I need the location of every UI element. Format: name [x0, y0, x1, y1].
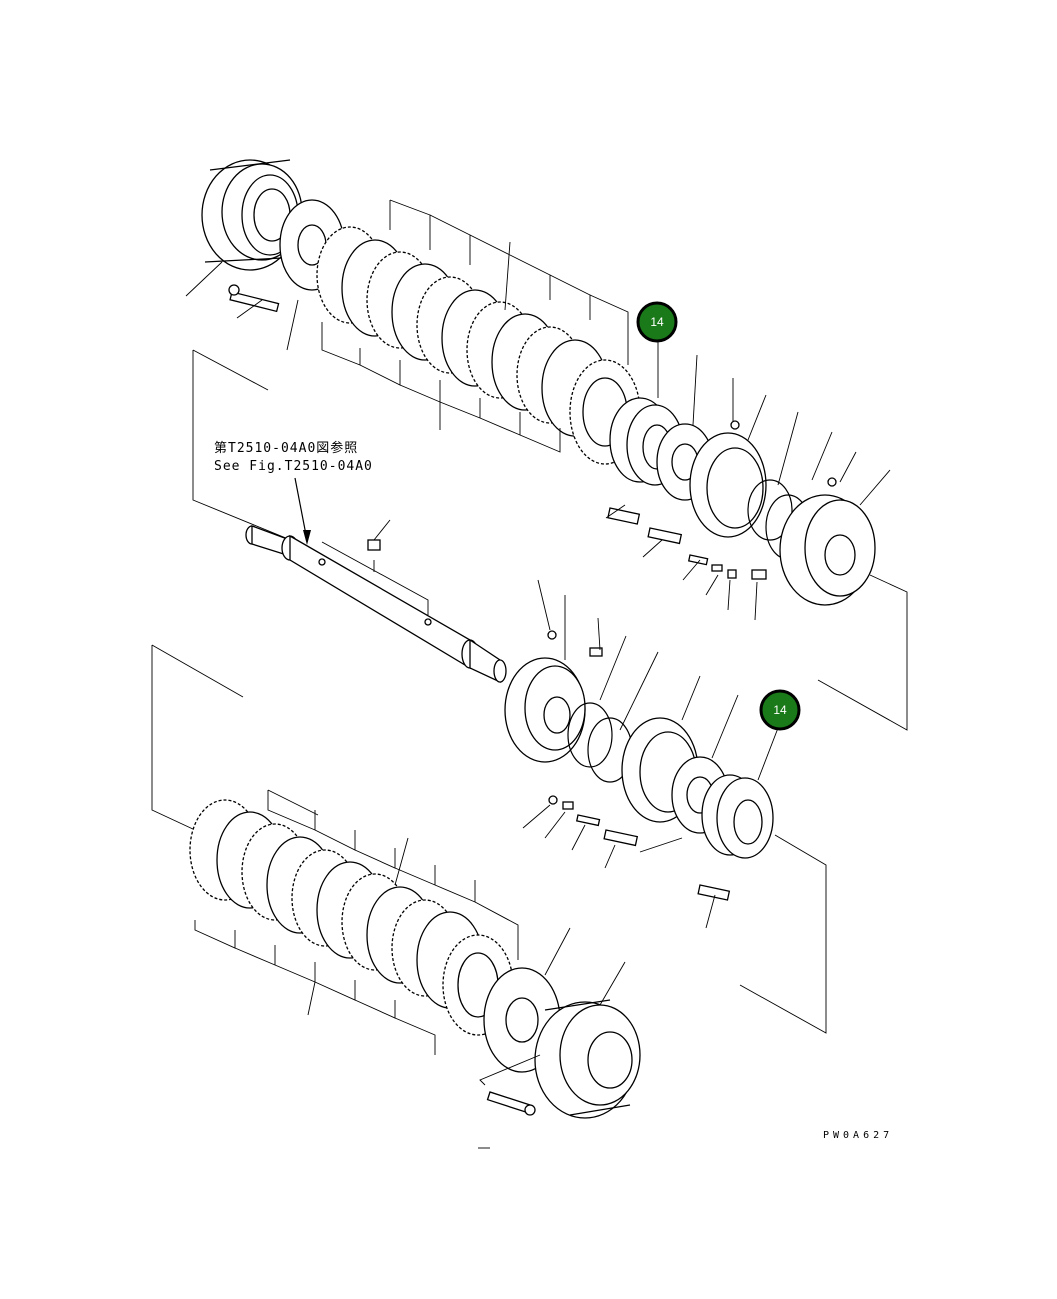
middle-leader-lines	[522, 579, 779, 929]
reference-note-en: See Fig.T2510-04A0	[214, 459, 373, 474]
middle-cylinder	[504, 657, 586, 763]
callout-upper-14[interactable]: 14	[636, 301, 678, 343]
callout-lower-14[interactable]: 14	[759, 689, 801, 731]
upper-cylinder	[779, 494, 876, 606]
drawing-code: PW0A627	[823, 1130, 893, 1141]
middle-small-parts	[547, 630, 731, 901]
callout-upper-label: 14	[650, 315, 664, 329]
middle-frame-lines	[151, 644, 827, 1034]
lower-bolt	[486, 1091, 536, 1116]
upper-bolt	[228, 284, 280, 313]
upper-small-parts	[607, 420, 837, 580]
lower-leader-lines	[478, 927, 626, 1149]
upper-leader-lines	[185, 261, 891, 621]
upper-bracket-lines	[321, 199, 629, 453]
upper-frame-lines	[192, 349, 908, 731]
reference-note-ja: 第T2510-04A0図参照	[214, 440, 358, 456]
lower-bracket-lines	[194, 789, 519, 1055]
reference-note: 第T2510-04A0図参照 See Fig.T2510-04A0	[214, 440, 373, 545]
upper-clutch-disc-stack	[316, 226, 641, 465]
upper-piston	[689, 432, 767, 538]
callout-lower-label: 14	[773, 703, 787, 717]
main-shaft	[245, 519, 507, 684]
lower-hub-14	[701, 774, 774, 859]
lower-clutch-housing	[534, 999, 641, 1119]
lower-clutch-disc-stack	[189, 799, 514, 1036]
